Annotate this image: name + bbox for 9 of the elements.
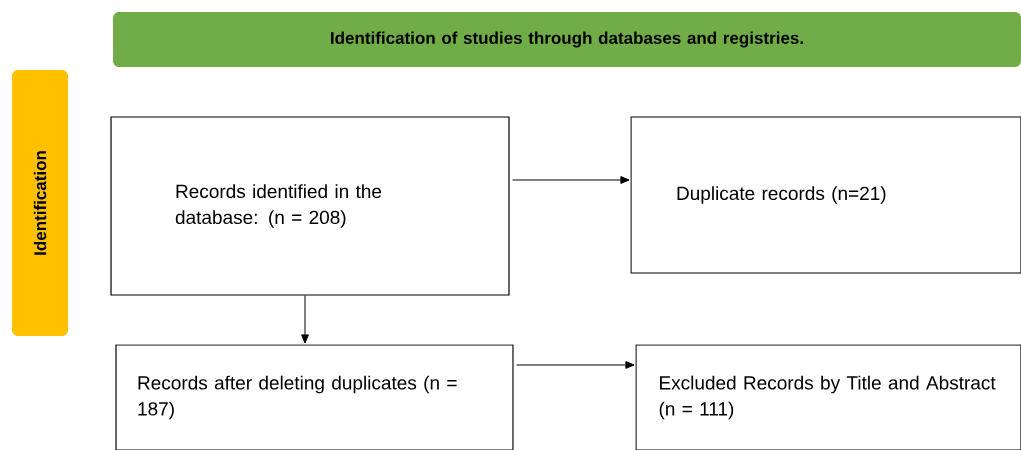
arrow <box>512 176 630 184</box>
phase-label: Identification <box>12 70 68 336</box>
process-box: Excluded Records by Title and Abstract (n = 111) <box>635 344 1021 450</box>
process-box: Records identified in the database: (n = 208) <box>110 116 510 296</box>
arrow <box>516 361 635 369</box>
process-box: Duplicate records (n=21) <box>630 116 1021 274</box>
arrow <box>301 295 309 344</box>
process-box: Records after deleting duplicates (n = 187) <box>115 344 514 450</box>
section-banner: Identification of studies through databases and registries. <box>113 12 1021 67</box>
